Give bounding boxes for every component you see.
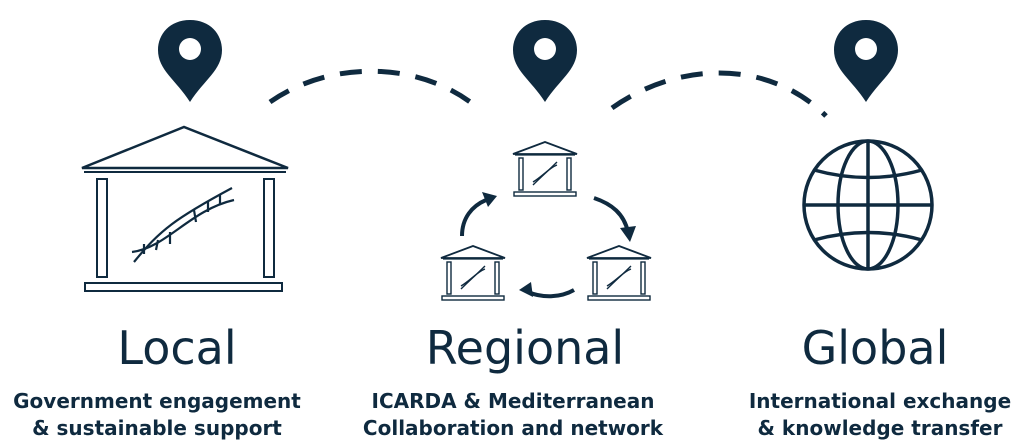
dashed-connector-arc <box>268 68 480 110</box>
description-line: & knowledge transfer <box>757 416 1003 440</box>
level-title-local: Local <box>117 321 237 375</box>
description-line: & sustainable support <box>32 416 282 440</box>
level-description-global: International exchange & knowledge trans… <box>720 388 1011 442</box>
gene-bank-building-icon <box>81 125 289 292</box>
location-pin-icon <box>158 20 222 102</box>
level-title-global: Global <box>801 321 949 375</box>
globe-icon <box>802 139 934 271</box>
location-pin-icon <box>834 20 898 102</box>
description-line: Government engagement <box>13 389 301 413</box>
gene-bank-network-cycle-icon <box>440 141 652 301</box>
level-description-local: Government engagement & sustainable supp… <box>0 388 317 442</box>
level-title-regional: Regional <box>425 321 625 375</box>
dna-helix-icon <box>131 187 235 263</box>
description-line: International exchange <box>748 389 1011 413</box>
description-line: ICARDA & Mediterranean <box>371 389 655 413</box>
dashed-connector-arc <box>610 70 828 118</box>
level-description-regional: ICARDA & Mediterranean Collaboration and… <box>353 388 673 442</box>
location-pin-icon <box>513 20 577 102</box>
description-line: Collaboration and network <box>362 416 664 440</box>
